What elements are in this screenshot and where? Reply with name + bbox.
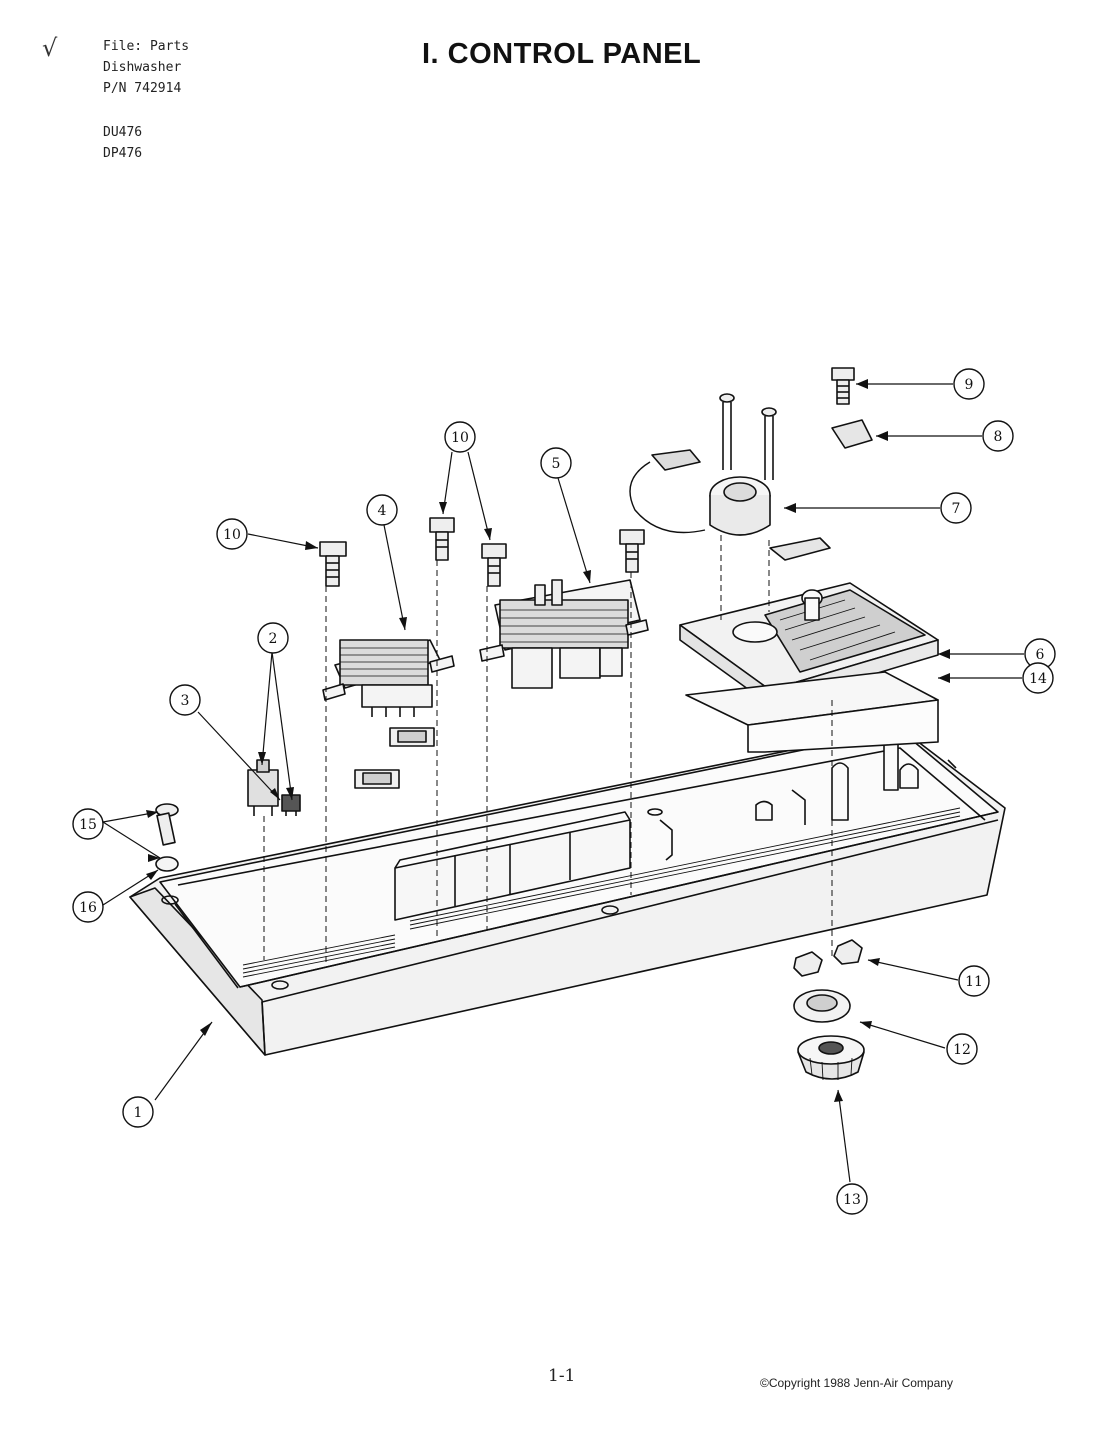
callout-10-top: 10	[444, 421, 476, 453]
callout-10-left-label: 10	[223, 527, 241, 543]
nut-part-11	[793, 951, 823, 977]
copyright-notice: ©Copyright 1988 Jenn-Air Company	[760, 1376, 953, 1390]
callout-2-label: 2	[269, 631, 278, 647]
callout-14-label: 14	[1029, 671, 1047, 687]
timer-motor-part-7	[629, 449, 831, 561]
screw-part-9	[831, 367, 855, 405]
callout-16-label: 16	[79, 900, 97, 916]
callout-8-label: 8	[994, 429, 1003, 445]
callout-9-label: 9	[965, 377, 974, 393]
screw-part-10	[619, 529, 645, 573]
assembly-lines	[263, 535, 833, 965]
control-panel-housing	[129, 727, 1006, 1056]
timer-screw	[719, 393, 735, 470]
page-number: 1-1	[548, 1366, 576, 1386]
callout-7: 7	[940, 492, 972, 524]
switch-part-4	[322, 639, 455, 717]
callout-15: 15	[72, 808, 104, 840]
arrowheads	[146, 379, 950, 1102]
callout-12: 12	[946, 1033, 978, 1065]
clip-part-8	[831, 419, 873, 449]
callout-5: 5	[540, 447, 572, 479]
switch-part-5	[479, 579, 649, 689]
screw-part-10	[429, 517, 455, 561]
callout-4: 4	[366, 494, 398, 526]
callout-3-label: 3	[181, 693, 190, 709]
knob-part-13	[797, 1035, 865, 1081]
file-info-block: File: Parts Dishwasher P/N 742914	[103, 36, 189, 99]
nut-part-11	[833, 939, 863, 965]
callouts: 1 2 3 4 5 6 7 8 9 10 10 11 12 13 14 15 1…	[72, 368, 1056, 1215]
callout-14: 14	[1022, 662, 1054, 694]
callout-6-label: 6	[1036, 647, 1045, 663]
callout-1: 1	[122, 1096, 154, 1128]
callout-7-label: 7	[952, 501, 961, 517]
dial-part-12	[793, 989, 851, 1023]
callout-15-label: 15	[79, 817, 97, 833]
plug-part-16	[155, 856, 179, 872]
callout-8: 8	[982, 420, 1014, 452]
timer-assembly-part-6	[679, 582, 939, 706]
callout-3: 3	[169, 684, 201, 716]
timer-screw	[761, 407, 777, 480]
product-line: Dishwasher	[103, 60, 182, 75]
callout-12-label: 12	[953, 1042, 971, 1058]
file-line: File: Parts	[103, 39, 190, 54]
switch-part-2	[247, 759, 279, 816]
leader-lines	[102, 383, 1024, 1183]
callout-9: 9	[953, 368, 985, 400]
part-number-line: P/N 742914	[103, 81, 182, 96]
callout-13: 13	[836, 1183, 868, 1215]
model-du476: DU476	[103, 125, 143, 140]
callout-16: 16	[72, 891, 104, 923]
model-list: DU476 DP476	[103, 122, 142, 164]
callout-1-label: 1	[134, 1105, 143, 1121]
screw-part-10	[319, 541, 347, 587]
callout-11: 11	[958, 965, 990, 997]
insulator-edge	[747, 699, 939, 753]
callout-10-top-label: 10	[451, 430, 469, 446]
callout-4-label: 4	[378, 503, 387, 519]
clip-part-3	[281, 794, 301, 816]
model-dp476: DP476	[103, 146, 143, 161]
checkmark: √	[42, 34, 58, 62]
screw-part-10	[481, 543, 507, 587]
callout-2: 2	[257, 622, 289, 654]
switch-cap-inner	[362, 772, 392, 785]
switch-cap-inner	[397, 730, 427, 743]
callout-10-left: 10	[216, 518, 248, 550]
screw-part-15	[155, 803, 179, 846]
callout-13-label: 13	[843, 1192, 861, 1208]
callout-5-label: 5	[552, 456, 561, 472]
callout-11-label: 11	[965, 974, 983, 990]
page-title: I. CONTROL PANEL	[422, 38, 702, 70]
